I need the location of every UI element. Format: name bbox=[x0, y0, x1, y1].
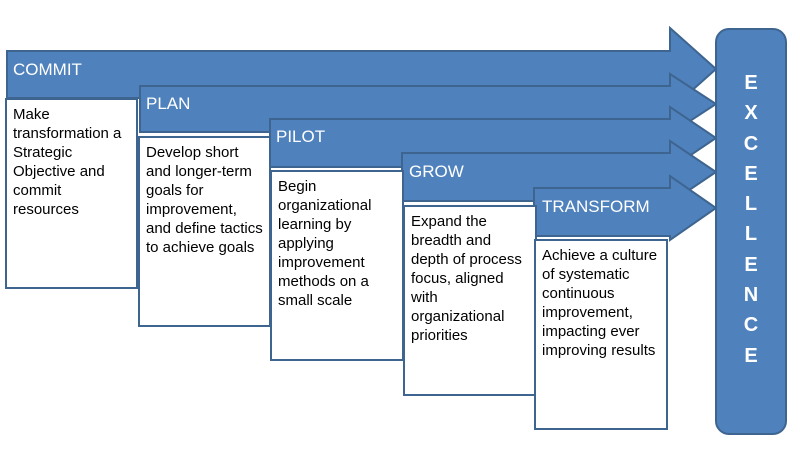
excellence-letter: L bbox=[744, 193, 758, 216]
commit-description: Make transformation a Strategic Objectiv… bbox=[5, 98, 138, 289]
excellence-letter: C bbox=[743, 132, 759, 155]
plan-label: PLAN bbox=[146, 94, 191, 113]
excellence-letter: X bbox=[744, 102, 758, 125]
excellence-letter: E bbox=[744, 253, 758, 276]
grow-label: GROW bbox=[409, 162, 464, 181]
pilot-label: PILOT bbox=[276, 127, 326, 146]
excellence-letter: N bbox=[743, 284, 759, 307]
pilot-description: Begin organizational learning by applyin… bbox=[270, 170, 404, 361]
commit-label: COMMIT bbox=[13, 60, 82, 79]
grow-description: Expand the breadth and depth of process … bbox=[403, 205, 537, 396]
excellence-letter: E bbox=[744, 162, 758, 185]
transform-arrow bbox=[533, 174, 718, 242]
excellence-letters: E X C E L L E N C E bbox=[717, 68, 785, 371]
plan-description: Develop short and longer-term goals for … bbox=[138, 136, 271, 327]
transform-label: TRANSFORM bbox=[542, 197, 650, 216]
excellence-letter: L bbox=[744, 223, 758, 246]
excellence-pill: E X C E L L E N C E bbox=[715, 28, 787, 435]
excellence-letter: E bbox=[744, 344, 758, 367]
excellence-letter: E bbox=[744, 72, 758, 94]
excellence-letter: C bbox=[743, 314, 759, 337]
transform-description: Achieve a culture of systematic continuo… bbox=[534, 239, 668, 430]
